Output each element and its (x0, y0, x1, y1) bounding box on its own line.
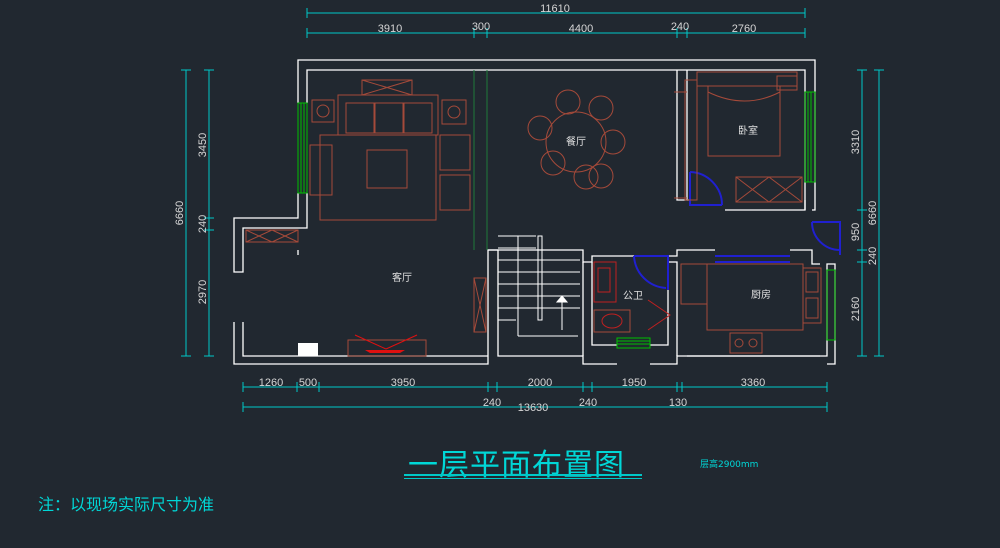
left-dimensions (181, 69, 214, 357)
dim-left-1: 3450 (197, 133, 209, 157)
tv-icon (365, 350, 405, 353)
dim-bottom-3: 3950 (391, 377, 415, 389)
dim-bottom-joint-1: 240 (483, 397, 501, 409)
dim-bottom-joint-3: 130 (669, 397, 687, 409)
dim-bottom-6: 3360 (741, 377, 765, 389)
drawing-title: 一层平面布置图 (408, 448, 625, 483)
dim-left-total: 6660 (174, 201, 186, 225)
dim-bottom-4: 2000 (528, 377, 552, 389)
tv-ray-2 (385, 334, 418, 350)
title-underline (404, 474, 642, 476)
dim-top-4: 240 (671, 21, 689, 33)
tv-ray-1 (354, 334, 387, 350)
white-block (298, 343, 318, 356)
dim-right-3: 240 (867, 247, 879, 265)
bottom-dimensions (242, 382, 828, 412)
dim-left-2: 240 (197, 215, 209, 233)
dim-top-total: 11610 (540, 3, 570, 15)
dim-bottom-1: 1260 (259, 377, 283, 389)
dim-right-total: 6660 (867, 201, 879, 225)
dim-bottom-2: 500 (299, 377, 317, 389)
dim-right-1: 3310 (850, 130, 862, 154)
room-label-kitchen: 厨房 (751, 288, 771, 301)
site-note: 注：以现场实际尺寸为准 (38, 495, 215, 514)
walls (233, 59, 836, 365)
dim-right-2: 950 (850, 223, 862, 241)
room-label-living: 客厅 (392, 271, 412, 284)
dim-bottom-5: 1950 (622, 377, 646, 389)
title-underline-thin (404, 478, 642, 479)
top-dimensions (306, 8, 806, 38)
furniture (245, 71, 822, 357)
dim-top-2: 300 (472, 21, 490, 33)
windows (297, 91, 836, 349)
floor-height-label: 层高2900mm (700, 460, 759, 470)
doors (633, 171, 841, 290)
dim-bottom-joint-2: 240 (579, 397, 597, 409)
room-label-dining: 餐厅 (566, 135, 586, 148)
dim-bottom-total: 13630 (518, 402, 549, 414)
dim-left-3: 2970 (197, 280, 209, 304)
dim-top-5: 2760 (732, 23, 756, 35)
dim-top-1: 3910 (378, 23, 402, 35)
dim-right-4: 2160 (850, 297, 862, 321)
right-dimensions (857, 69, 884, 357)
room-label-bathroom: 公卫 (623, 291, 643, 302)
room-label-bedroom: 卧室 (738, 124, 758, 137)
staircase (498, 235, 580, 337)
dim-top-3: 4400 (569, 23, 593, 35)
